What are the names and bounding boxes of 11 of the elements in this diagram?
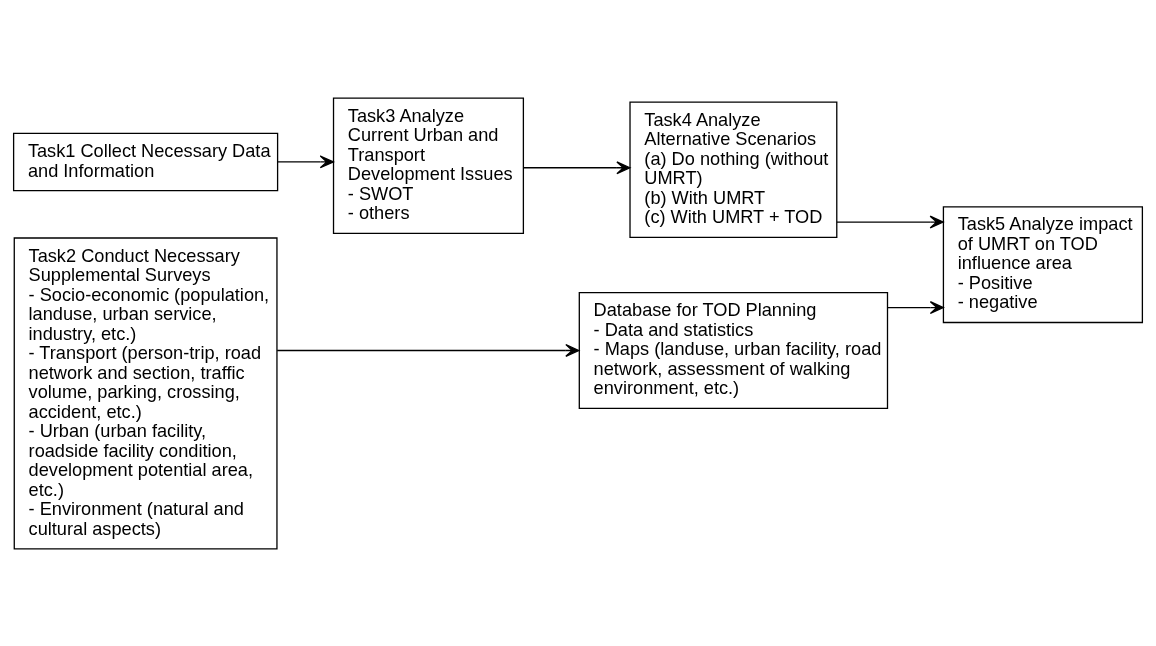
- arrow: [277, 154, 334, 168]
- arrow: [887, 300, 945, 314]
- arrow: [276, 343, 580, 357]
- arrow: [836, 215, 944, 229]
- arrow: [523, 160, 631, 174]
- node-box: Task4 Analyze Alternative Scenarios (a) Do nothing (without UMRT) (b) With UMRT (c) With UMRT + TOD: [629, 100, 838, 238]
- node-box: Task3 Analyze Current Urban and Transport Development Issues - SWOT - others: [332, 97, 525, 234]
- node-box: Database for TOD Planning - Data and statistics - Maps (landuse, urban facility, road network, assessment of walking environment, etc.): [578, 291, 889, 409]
- node-box: Task1 Collect Necessary Data and Information: [12, 132, 279, 191]
- node-box: Task5 Analyze impact of UMRT on TOD influence area - Positive - negative: [942, 205, 1144, 323]
- node-box: Task2 Conduct Necessary Supplemental Surveys - Socio-economic (population, landuse, urban service, industry, etc.) - Transport (person-trip, road network and section, traffic volume, parking, crossing, accident, etc.) - Urban (urban facility, roadside facility condition, development potential area, etc.) - Environment (natural and cultural aspects): [13, 236, 278, 549]
